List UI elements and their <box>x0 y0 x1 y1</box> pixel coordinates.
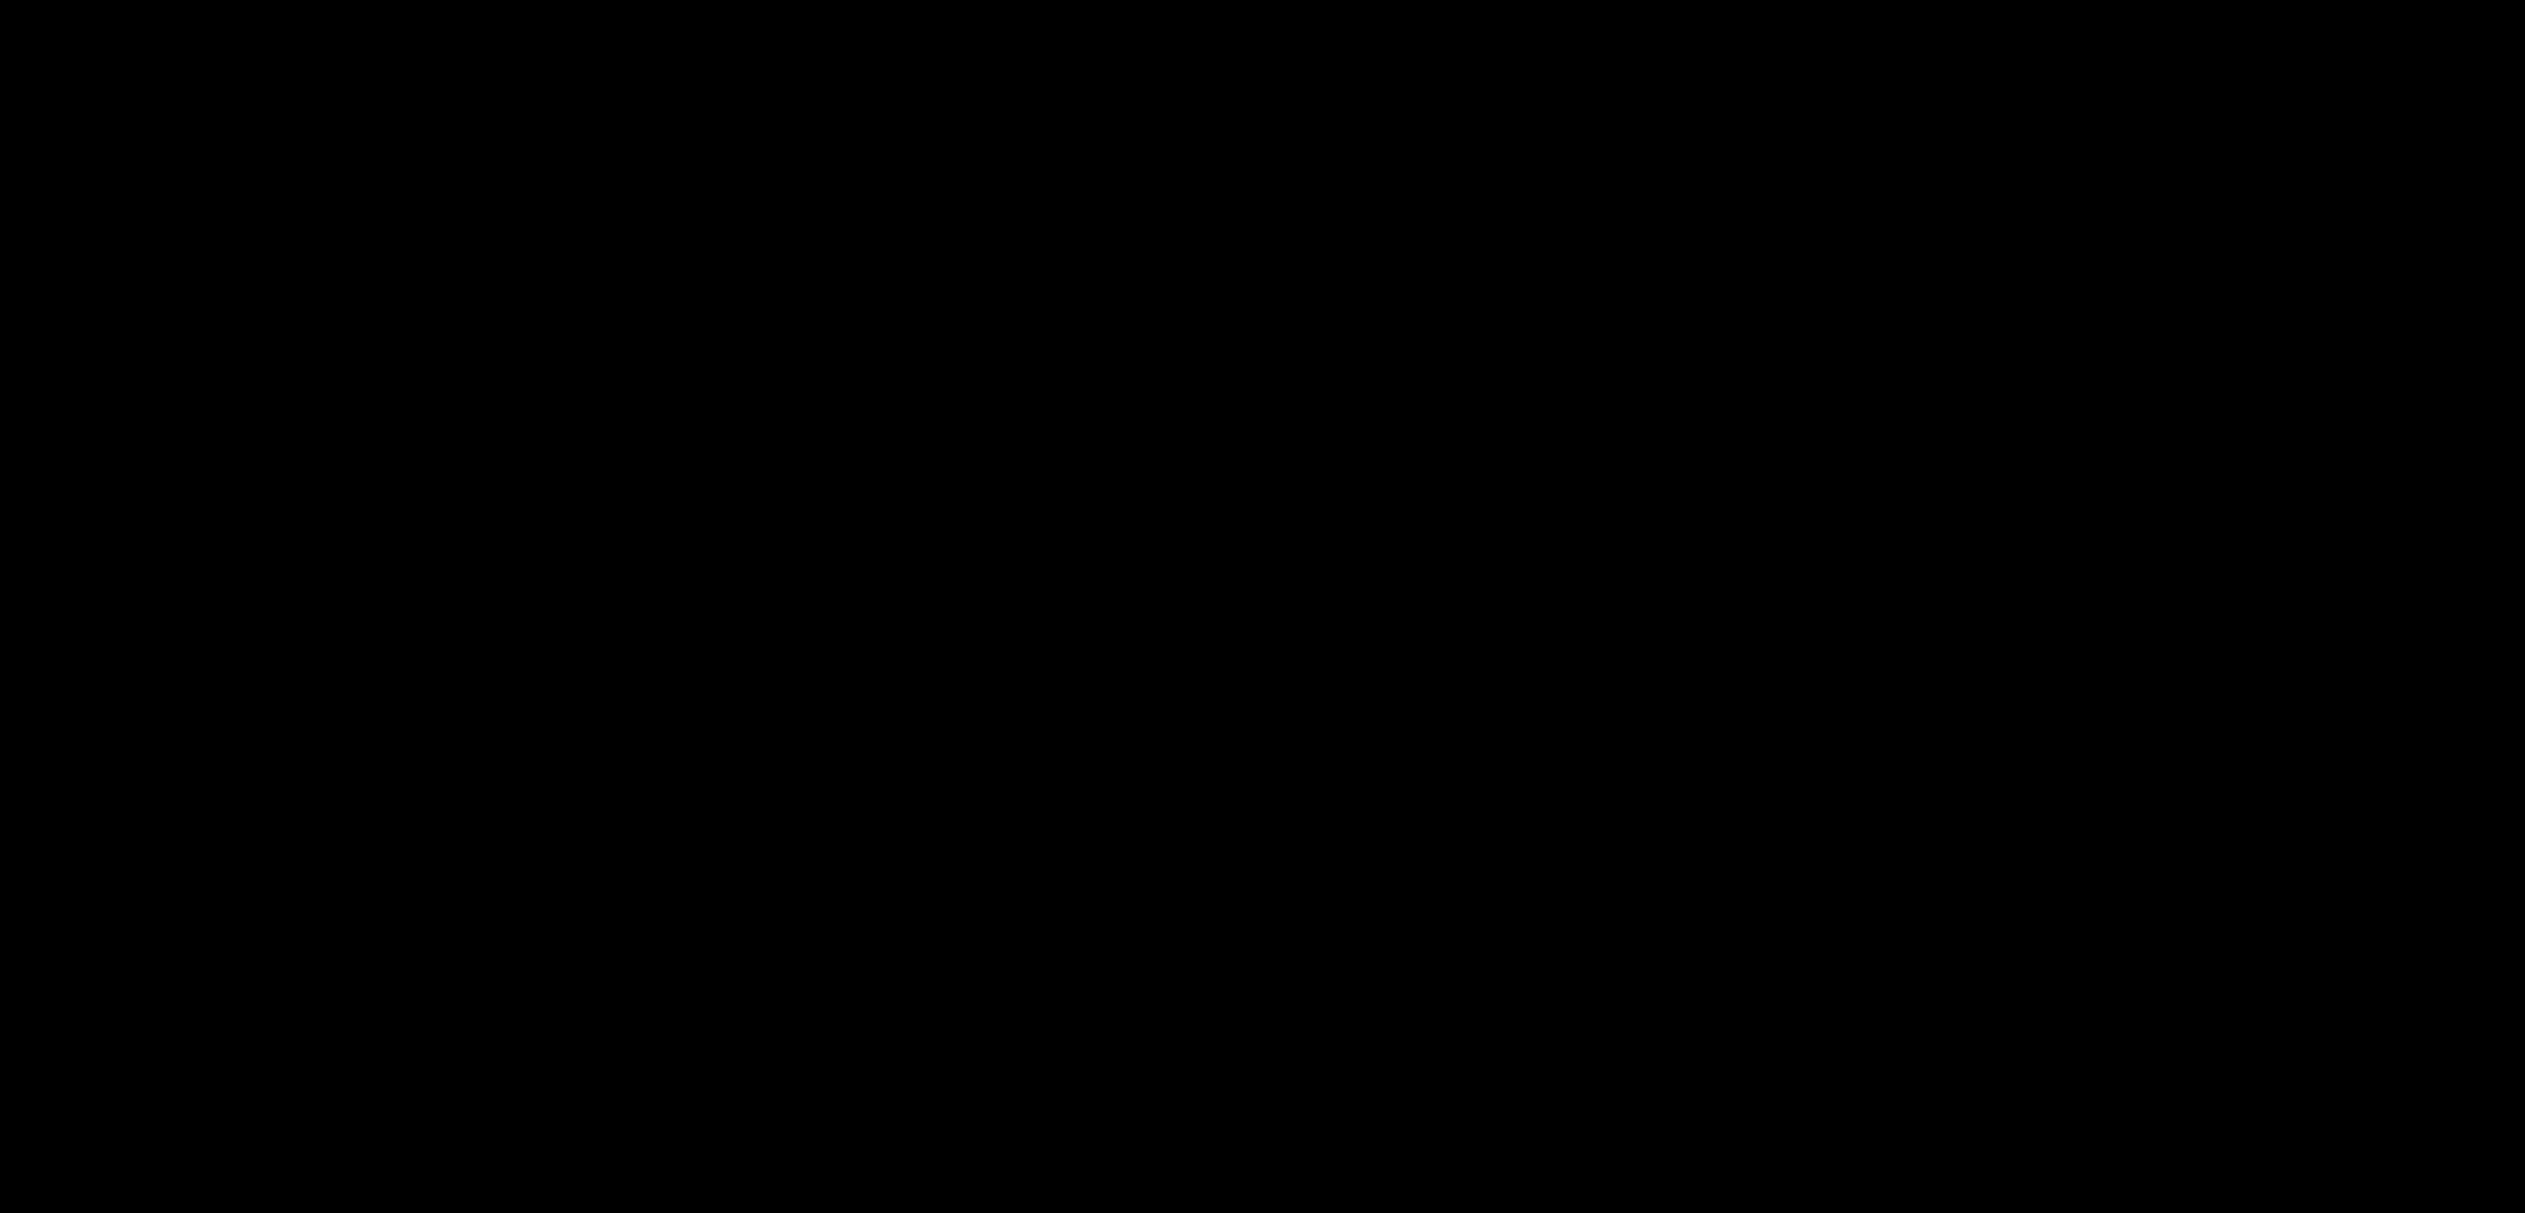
class-collaboration-diagram <box>0 0 2525 1213</box>
